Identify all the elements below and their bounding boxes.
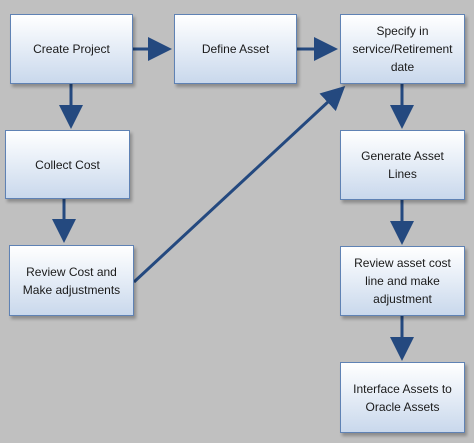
node-create-project-label: Create Project <box>33 42 110 56</box>
node-review-asset-cost: Review asset cost line and make adjustme… <box>340 246 465 316</box>
node-specify-date: Specify in service/Retirement date <box>340 14 465 84</box>
node-collect-cost: Collect Cost <box>5 130 130 199</box>
node-generate-asset-lines: Generate Asset Lines <box>340 130 465 200</box>
node-create-project: Create Project <box>10 14 133 84</box>
node-interface-assets: Interface Assets to Oracle Assets <box>340 362 465 433</box>
node-generate-asset-lines-label: Generate Asset Lines <box>361 149 444 181</box>
node-interface-assets-label: Interface Assets to Oracle Assets <box>353 381 452 414</box>
edge-review-cost-to-specify-date <box>132 85 346 284</box>
node-define-asset: Define Asset <box>174 14 297 84</box>
node-define-asset-label: Define Asset <box>201 42 270 56</box>
node-review-cost: Review Cost and Make adjustments <box>9 245 134 316</box>
node-collect-cost-label: Collect Cost <box>35 157 100 172</box>
node-review-asset-cost-label: Review asset cost line and make adjustme… <box>354 256 451 306</box>
node-review-cost-label: Review Cost and Make adjustments <box>22 264 121 297</box>
node-specify-date-label: Specify in service/Retirement date <box>352 24 453 74</box>
